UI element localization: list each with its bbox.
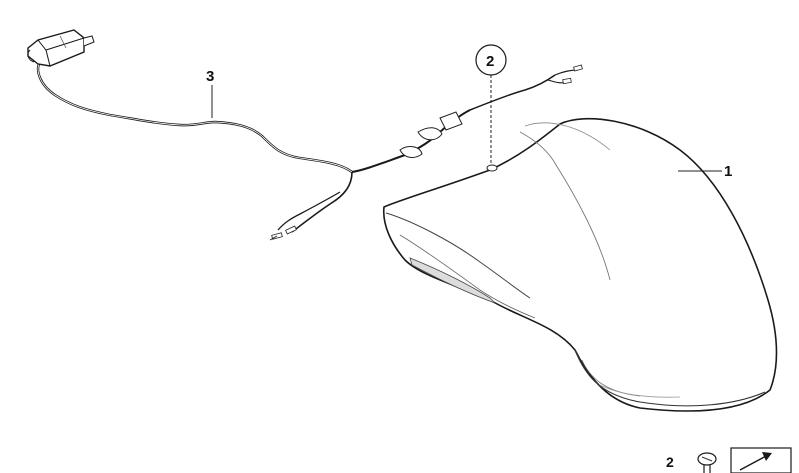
callout-3-label: 3 (206, 68, 214, 85)
wiring-harness-icon (36, 61, 583, 241)
callout-1-label: 1 (724, 163, 732, 180)
mirror-cover-icon (382, 117, 778, 412)
connector-plug-icon (27, 29, 95, 67)
screw-icon (697, 452, 717, 473)
callout-2-label: 2 (486, 53, 494, 70)
diagram-arrow-icon (730, 447, 792, 473)
legend-item-2: 2 (666, 452, 717, 473)
legend-item-number: 2 (666, 454, 674, 470)
